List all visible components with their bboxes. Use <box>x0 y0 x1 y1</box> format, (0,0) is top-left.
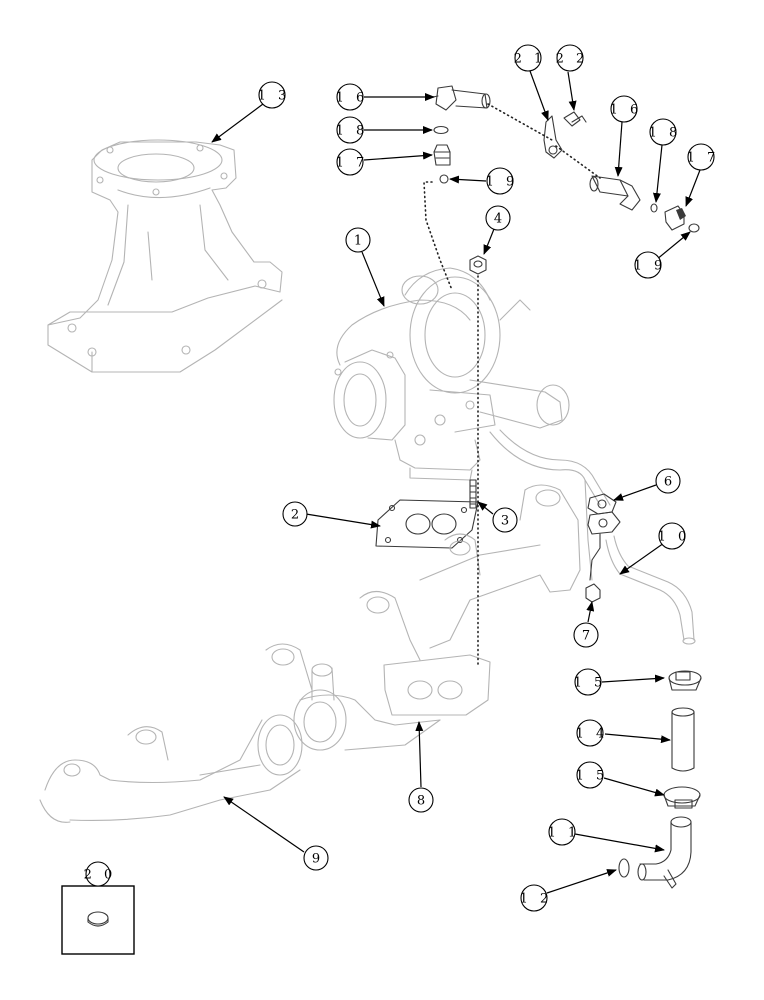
svg-text:1 8: 1 8 <box>336 124 369 139</box>
oil-drain-pipe-lines <box>489 429 611 581</box>
callout-6: 6 <box>655 468 681 494</box>
svg-text:1 9: 1 9 <box>486 175 519 190</box>
nut-part-4 <box>469 255 487 275</box>
callout-13: 1 3 <box>258 81 291 109</box>
gasket-part-2 <box>375 499 479 549</box>
svg-text:1 4: 1 4 <box>576 727 609 742</box>
adapter-part-17-left <box>433 144 451 166</box>
svg-text:1 6: 1 6 <box>610 103 643 118</box>
svg-text:9: 9 <box>312 852 324 867</box>
svg-text:1 6: 1 6 <box>336 91 369 106</box>
callout-18-right: 1 8 <box>649 118 682 146</box>
callout-7: 7 <box>573 622 599 648</box>
exhaust-adapter-part-13 <box>47 139 283 373</box>
callout-19-right: 1 9 <box>634 251 667 279</box>
callout-17-right: 1 7 <box>687 143 720 171</box>
callout-3: 3 <box>492 507 518 533</box>
callout-9: 9 <box>303 845 329 871</box>
callout-16-right: 1 6 <box>610 95 643 123</box>
svg-text:2 0: 2 0 <box>84 868 117 883</box>
svg-text:1 7: 1 7 <box>687 151 720 166</box>
callout-12: 1 2 <box>520 884 553 912</box>
svg-text:2: 2 <box>291 508 303 523</box>
turbocharger-part-1 <box>333 267 570 481</box>
svg-text:3: 3 <box>501 514 513 529</box>
o-ring-part-19-left <box>439 174 449 184</box>
svg-text:1: 1 <box>354 234 366 249</box>
svg-text:1 2: 1 2 <box>520 892 553 907</box>
flange-part-6b <box>587 511 621 581</box>
callout-20: 2 0 <box>84 861 117 887</box>
exhaust-manifold-part-8 <box>265 484 581 751</box>
callout-8: 8 <box>408 787 434 813</box>
svg-text:4: 4 <box>494 212 506 227</box>
svg-text:1 7: 1 7 <box>336 156 369 171</box>
flange-gasket-part-6 <box>587 493 617 515</box>
stud-part-3 <box>469 479 477 509</box>
o-ring-part-18-right <box>650 203 658 213</box>
callout-18: 1 8 <box>336 116 369 144</box>
svg-text:1 0: 1 0 <box>658 530 691 545</box>
callout-17: 1 7 <box>336 148 369 176</box>
o-ring-part-18-left <box>433 125 449 135</box>
callout-2: 2 <box>282 501 308 527</box>
svg-text:8: 8 <box>417 794 429 809</box>
assembly-guide-lines <box>423 103 601 666</box>
bolt-part-7 <box>585 583 601 603</box>
svg-text:1 5: 1 5 <box>576 769 609 784</box>
svg-text:1 9: 1 9 <box>634 259 667 274</box>
svg-text:1 8: 1 8 <box>649 126 682 141</box>
callout-11: 1 1 <box>548 818 581 846</box>
hose-clamp-part-15-upper <box>668 670 702 691</box>
callout-15-lower: 1 5 <box>576 761 609 789</box>
callout-19: 1 9 <box>486 167 519 195</box>
svg-text:1 1: 1 1 <box>548 826 581 841</box>
svg-text:2 1: 2 1 <box>514 52 547 67</box>
svg-text:6: 6 <box>664 475 676 490</box>
drain-tube-part-10 <box>605 535 696 645</box>
callout-4: 4 <box>485 205 511 231</box>
svg-text:2 2: 2 2 <box>556 52 589 67</box>
hose-part-14 <box>671 707 695 772</box>
inset-box-part-20 <box>61 885 135 955</box>
elbow-fitting-part-16-right <box>589 175 641 211</box>
callout-22: 2 2 <box>556 44 589 72</box>
clip-part-21 <box>543 115 563 159</box>
o-ring-part-19-right <box>688 223 700 233</box>
o-ring-part-12 <box>618 858 630 878</box>
elbow-fitting-part-16-left <box>427 85 491 111</box>
svg-text:1 3: 1 3 <box>258 89 291 104</box>
adapter-part-17-right <box>664 205 686 231</box>
callout-21: 2 1 <box>514 44 547 72</box>
callout-16: 1 6 <box>336 83 369 111</box>
elbow-tube-part-11 <box>637 816 692 889</box>
hose-clamp-part-15-lower <box>663 786 701 809</box>
svg-text:1 5: 1 5 <box>574 676 607 691</box>
bolt-part-22 <box>563 111 587 127</box>
callout-1: 1 <box>345 227 371 253</box>
svg-text:7: 7 <box>582 629 594 644</box>
callout-10: 1 0 <box>658 522 691 550</box>
exhaust-pipe-part-9 <box>39 714 303 823</box>
callout-15-upper: 1 5 <box>574 668 607 696</box>
leader-lines <box>211 70 701 894</box>
callout-14: 1 4 <box>576 719 609 747</box>
callout-bubbles: 1 3 1 6 1 8 1 7 1 9 2 1 2 2 1 6 1 8 1 7 … <box>84 44 720 912</box>
